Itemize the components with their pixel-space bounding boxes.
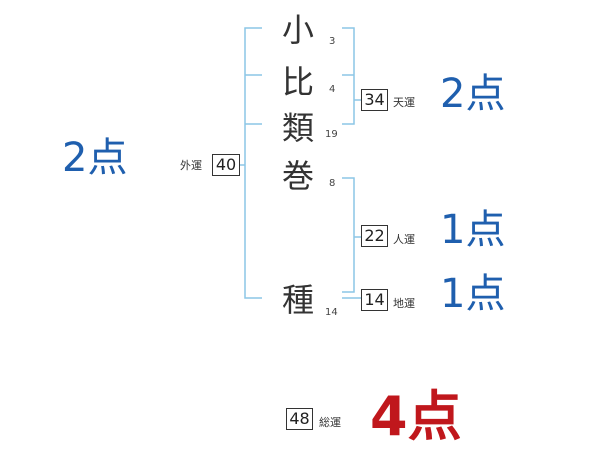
tenun-score: 2点 — [440, 71, 506, 117]
name-char-1: 小 — [282, 11, 315, 49]
name-char-5: 種 — [282, 281, 315, 319]
name-char-4: 巻 — [282, 157, 315, 195]
gaiun-value-box: 40 — [212, 154, 240, 176]
chiun-value-box: 14 — [361, 289, 388, 311]
souun-score: 4点 — [370, 385, 462, 448]
gaiun-score: 2点 — [62, 135, 128, 181]
chiun-label: 地運 — [393, 297, 415, 310]
tenun-label: 天運 — [393, 96, 415, 109]
souun-value-box: 48 — [286, 408, 313, 430]
jinun-label: 人運 — [393, 233, 415, 246]
jinun-value-box: 22 — [361, 225, 388, 247]
chiun-score: 1点 — [440, 271, 506, 317]
name-char-3: 類 — [282, 109, 315, 147]
gaiun-label: 外運 — [180, 159, 202, 172]
stroke-count-3: 19 — [325, 129, 338, 140]
name-char-2: 比 — [282, 63, 315, 101]
souun-label: 総運 — [319, 416, 341, 429]
stroke-count-5: 14 — [325, 307, 338, 318]
stroke-count-1: 3 — [329, 36, 336, 47]
jinun-score: 1点 — [440, 207, 506, 253]
tenun-value-box: 34 — [361, 89, 388, 111]
stroke-count-4: 8 — [329, 178, 336, 189]
stroke-count-2: 4 — [329, 84, 336, 95]
